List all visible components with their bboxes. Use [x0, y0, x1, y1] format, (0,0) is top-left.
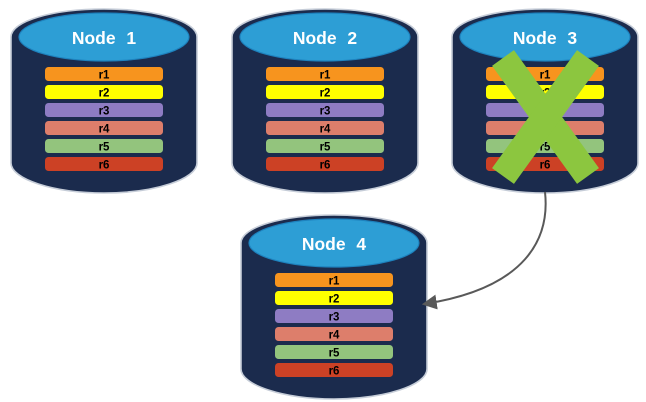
cylinder-top — [459, 12, 631, 62]
row-r3: r3 — [266, 103, 384, 118]
row-bar — [275, 363, 393, 377]
db-node-1: Node 1 r1 r2 r3 r4 r5 r6 — [10, 8, 198, 194]
row-label: r5 — [329, 348, 340, 360]
row-bar — [266, 85, 384, 99]
row-label: r2 — [99, 88, 110, 100]
row-label: r6 — [540, 160, 551, 172]
row-label: r6 — [320, 160, 331, 172]
row-label: r3 — [320, 106, 331, 118]
db-node-3: Node 3r1r2r3r4r5r6 — [451, 8, 639, 194]
row-r2: r2 — [266, 85, 384, 100]
node-title: Node 1 — [72, 28, 137, 48]
row-bar — [266, 121, 384, 135]
row-label: r5 — [320, 142, 331, 154]
row-bar — [275, 345, 393, 359]
row-label: r5 — [99, 142, 110, 154]
row-r4: r4 — [266, 121, 384, 136]
row-label: r6 — [329, 366, 340, 378]
row-label: r5 — [540, 142, 551, 154]
row-bar — [45, 139, 163, 153]
row-r1: r1 — [266, 67, 384, 82]
row-bar — [275, 327, 393, 341]
row-label: r1 — [540, 70, 551, 82]
db-node-2: Node 2 r1 r2 r3 r4 r5 r6 — [231, 8, 419, 194]
row-label: r3 — [99, 106, 110, 118]
row-label: r6 — [99, 160, 110, 172]
cylinder-top — [248, 218, 420, 268]
arrow-curve — [421, 191, 547, 310]
row-r6: r6 — [266, 157, 384, 172]
row-bar — [45, 103, 163, 117]
node-title: Node 3 — [513, 28, 578, 48]
row-r1: r1 — [45, 67, 163, 82]
row-r2: r2 — [45, 85, 163, 100]
row-label: r3 — [329, 312, 340, 324]
cylinder-top — [18, 12, 190, 62]
row-bar — [275, 309, 393, 323]
row-bar — [45, 121, 163, 135]
row-label: r1 — [99, 70, 110, 82]
row-label: r1 — [329, 276, 340, 288]
row-bar — [275, 291, 393, 305]
row-r5: r5 — [266, 139, 384, 154]
cylinder-top — [239, 12, 411, 62]
row-r6: r6 — [275, 363, 393, 378]
row-r4: r4 — [275, 327, 393, 342]
row-r3: r3 — [275, 309, 393, 324]
row-bar — [266, 157, 384, 171]
row-r5: r5 — [275, 345, 393, 360]
row-r6: r6 — [45, 157, 163, 172]
row-r5: r5 — [45, 139, 163, 154]
row-bar — [275, 273, 393, 287]
row-bar — [266, 67, 384, 81]
row-label: r1 — [320, 70, 331, 82]
row-r1: r1 — [275, 273, 393, 288]
row-bar — [266, 103, 384, 117]
node-title: Node 2 — [293, 28, 358, 48]
row-r4: r4 — [45, 121, 163, 136]
row-bar — [45, 157, 163, 171]
row-r2: r2 — [275, 291, 393, 306]
row-label: r4 — [320, 124, 331, 136]
failure-x-icon — [492, 50, 599, 184]
row-bar — [45, 85, 163, 99]
row-bar — [45, 67, 163, 81]
row-label: r2 — [329, 294, 340, 306]
db-node-4: Node 4 r1 r2 r3 r4 r5 r6 — [240, 214, 428, 400]
row-r3: r3 — [45, 103, 163, 118]
row-bar — [266, 139, 384, 153]
row-label: r4 — [99, 124, 110, 136]
row-label: r4 — [329, 330, 340, 342]
row-label: r2 — [320, 88, 331, 100]
node-title: Node 4 — [302, 234, 367, 254]
